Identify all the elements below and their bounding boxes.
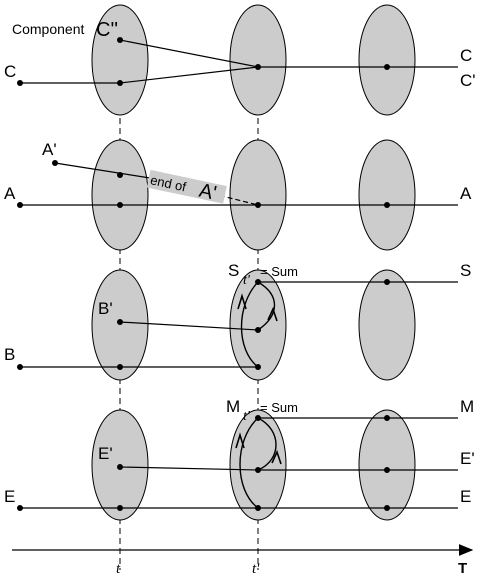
sum-arrow-right-m: [271, 449, 282, 465]
ellipse-r2-c3: [358, 139, 416, 251]
ellipse-r3-c2: [229, 269, 287, 381]
sum-loop-left: [240, 281, 259, 368]
e-left-label: E: [4, 487, 15, 506]
node-c-t: [117, 80, 123, 86]
c-left-label: C: [4, 62, 16, 81]
b-prime-label: B': [98, 299, 113, 318]
node-c-double-prime: [117, 37, 123, 43]
node-a-t: [117, 202, 123, 208]
m-sum-letter: M: [226, 397, 240, 416]
e-prime-right-label: E': [460, 449, 475, 468]
sum-arrow-left-m: [235, 432, 245, 449]
node-e-start: [17, 505, 23, 511]
m-sum-suffix: = Sum: [260, 400, 298, 415]
s-right-label: S: [460, 261, 471, 280]
b-left-label: B: [4, 345, 15, 364]
node-b-t: [117, 364, 123, 370]
row-component: Component C'' C C C': [4, 4, 476, 116]
node-e-prime-t: [117, 464, 123, 470]
ellipse-r1-c3: [358, 4, 416, 116]
T-axis-label: T: [458, 560, 467, 577]
node-b-prime-t-prime: [255, 327, 261, 333]
node-e-prime-right: [384, 467, 390, 473]
line-c-double-prime: [119, 39, 259, 68]
row-e: M t' = Sum E' E M E' E: [4, 397, 475, 521]
sum-loop-left-m: [239, 417, 259, 509]
m-sum-subscript: t': [243, 409, 251, 424]
s-sum-suffix: = Sum: [260, 264, 298, 279]
c-prime-right-label: C': [460, 71, 476, 90]
node-a-prime-start: [52, 160, 58, 166]
ellipse-r2-c2: [229, 139, 287, 251]
e-prime-label: E': [98, 444, 113, 463]
node-m-t-prime: [255, 415, 261, 421]
node-a-start: [17, 202, 23, 208]
node-c-right: [384, 64, 390, 70]
node-s-right: [384, 279, 390, 285]
ellipse-r1-c2: [229, 4, 287, 116]
node-b-t-prime: [255, 364, 261, 370]
line-b-prime: [119, 321, 259, 331]
a-prime-label: A': [42, 140, 57, 159]
sum-loop-right-m: [257, 417, 277, 471]
node-a-prime-t: [117, 172, 123, 178]
line-e-prime: [119, 466, 259, 471]
ellipse-r4-c2: [229, 409, 287, 521]
ellipse-r2-c1: [91, 139, 149, 251]
node-b-prime-t: [117, 319, 123, 325]
annotation-backdrop: [146, 169, 227, 204]
node-a-t-prime: [255, 202, 261, 208]
row-a: A' A A end of A': [4, 139, 472, 251]
end-of-label: end of: [149, 172, 188, 194]
node-e-prime-t-prime: [255, 467, 261, 473]
row-b: S t' = Sum B' B S: [4, 261, 471, 381]
c-right-label: C: [460, 46, 472, 65]
sum-arrow-right: [267, 306, 278, 322]
time-axis: t t' T: [12, 544, 474, 577]
c-double-prime-label: C'': [96, 19, 118, 41]
line-c-merge: [119, 66, 259, 84]
ellipse-r4-c3: [358, 409, 416, 521]
e-right-label: E: [460, 487, 471, 506]
node-e-t-prime: [255, 505, 261, 511]
component-label: Component: [12, 21, 84, 37]
s-sum-letter: S: [228, 261, 239, 280]
sum-loop-right: [257, 281, 275, 331]
node-b-start: [17, 364, 23, 370]
end-of-a-prime-letter: A': [197, 180, 218, 205]
m-right-label: M: [460, 397, 474, 416]
t-axis-label: t: [116, 561, 121, 577]
t-prime-axis-label: t': [252, 561, 260, 577]
ellipse-r3-c3: [358, 269, 416, 381]
node-a-right: [384, 202, 390, 208]
a-left-label: A: [4, 184, 16, 203]
ellipse-r1-c1: [91, 4, 149, 116]
line-a-prime: [54, 162, 151, 179]
node-s-t-prime: [255, 279, 261, 285]
sum-arrow-left: [237, 293, 247, 310]
node-c-merge: [255, 64, 261, 70]
s-sum-subscript: t': [243, 273, 251, 288]
node-m-right: [384, 415, 390, 421]
a-right-label: A: [460, 184, 472, 203]
node-e-right: [384, 505, 390, 511]
node-e-t: [117, 505, 123, 511]
node-c-start: [17, 80, 23, 86]
